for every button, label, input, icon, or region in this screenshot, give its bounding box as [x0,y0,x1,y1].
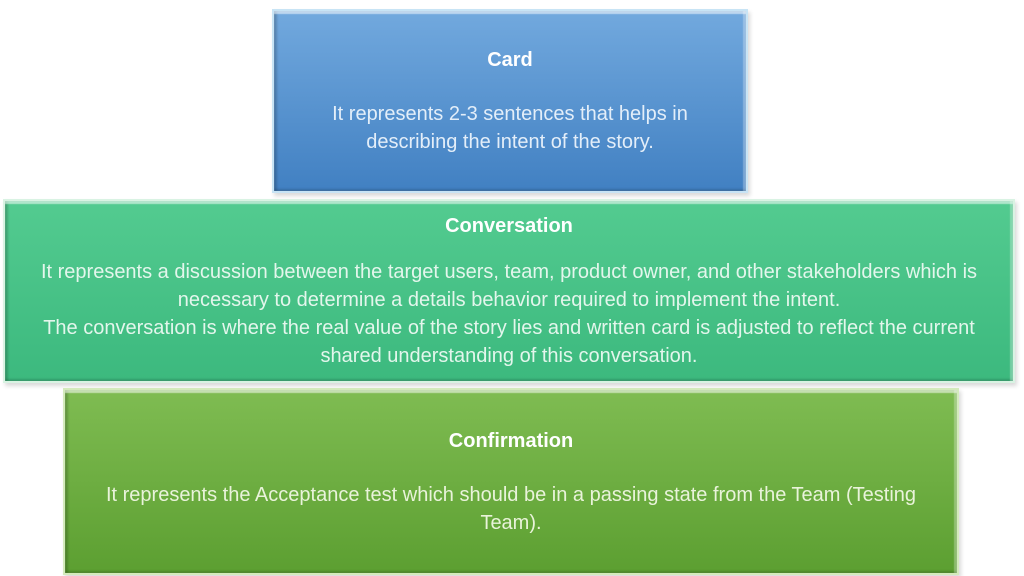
card-description: It represents 2-3 sentences that helps i… [332,103,688,153]
card-box-conversation: Conversation It represents a discussion … [3,199,1015,383]
conversation-title: Conversation [445,215,573,237]
card-box-card: Card It represents 2-3 sentences that he… [272,9,748,193]
confirmation-description: It represents the Acceptance test which … [105,483,917,534]
card-title: Card [487,49,533,71]
conversation-description-2: The conversation is where the real value… [43,317,975,367]
confirmation-title: Confirmation [448,429,574,452]
conversation-description: It represents a discussion between the t… [40,261,978,311]
card-box-confirmation: Confirmation It represents the Acceptanc… [63,388,959,575]
